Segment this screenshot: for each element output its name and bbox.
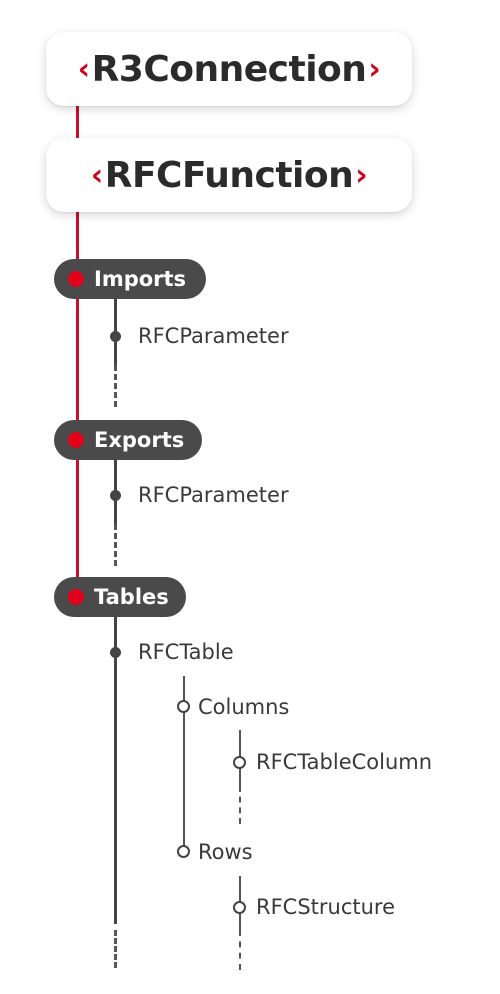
tables-node-dot bbox=[110, 647, 121, 658]
rfctable-sub-line bbox=[183, 676, 185, 850]
exports-label: Exports bbox=[94, 428, 185, 452]
exports-continuation-dash bbox=[114, 524, 117, 566]
imports-label: Imports bbox=[94, 267, 187, 291]
rfcfunction-card: ‹ RFCFunction › bbox=[46, 138, 412, 212]
bullet-icon bbox=[68, 432, 84, 448]
rfcfunction-title: RFCFunction bbox=[104, 154, 354, 196]
tables-child-label: RFCTable bbox=[138, 640, 234, 664]
tables-pill: Tables bbox=[54, 577, 186, 617]
rfctablecolumn-label: RFCTableColumn bbox=[256, 750, 433, 774]
imports-child-label: RFCParameter bbox=[138, 324, 289, 348]
imports-pill: Imports bbox=[54, 259, 206, 299]
main-trunk-line bbox=[76, 100, 79, 600]
chevron-right-icon: › bbox=[355, 157, 368, 193]
bullet-icon bbox=[68, 271, 84, 287]
imports-continuation-dash bbox=[114, 365, 117, 407]
columns-node-ring bbox=[177, 700, 190, 713]
r3connection-card: ‹ R3Connection › bbox=[46, 32, 412, 106]
tables-label: Tables bbox=[94, 585, 169, 609]
rows-node-ring bbox=[177, 845, 190, 858]
imports-node-dot bbox=[110, 331, 121, 342]
tables-branch-line bbox=[114, 617, 117, 924]
exports-node-dot bbox=[110, 490, 121, 501]
tables-continuation-dash bbox=[114, 930, 117, 968]
rows-continuation-dash bbox=[239, 930, 241, 970]
chevron-right-icon: › bbox=[368, 51, 381, 87]
rfcstructure-label: RFCStructure bbox=[256, 895, 396, 919]
chevron-left-icon: ‹ bbox=[77, 51, 90, 87]
rfctablecolumn-node-ring bbox=[233, 756, 246, 769]
rows-label: Rows bbox=[198, 840, 253, 864]
rfcstructure-node-ring bbox=[233, 901, 246, 914]
exports-pill: Exports bbox=[54, 420, 202, 460]
columns-continuation-dash bbox=[239, 786, 241, 824]
exports-child-label: RFCParameter bbox=[138, 483, 289, 507]
bullet-icon bbox=[68, 589, 84, 605]
chevron-left-icon: ‹ bbox=[90, 157, 103, 193]
columns-label: Columns bbox=[198, 695, 290, 719]
r3connection-title: R3Connection bbox=[91, 48, 367, 90]
